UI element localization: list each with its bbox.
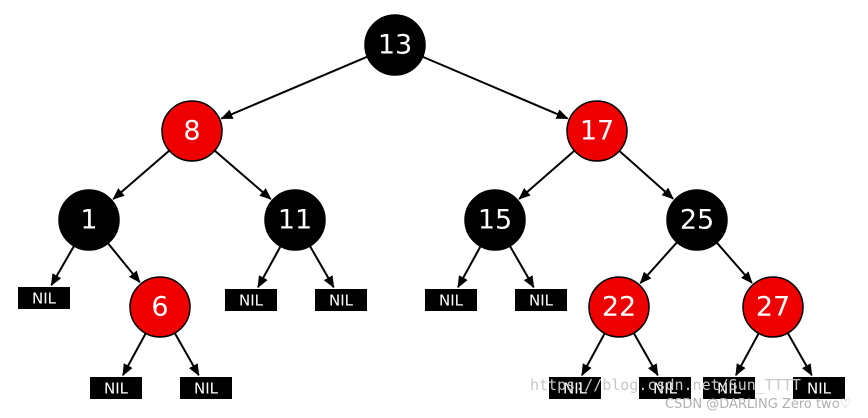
node-label: 25 bbox=[680, 205, 714, 236]
node-label: 13 bbox=[378, 30, 412, 61]
nil-label: NIL bbox=[653, 380, 678, 398]
edge-n22-nil8 bbox=[581, 332, 606, 377]
nil-leaf: NIL bbox=[549, 377, 601, 399]
edge-n17-n15 bbox=[518, 149, 576, 200]
nil-leaf: NIL bbox=[703, 377, 755, 399]
nil-box bbox=[549, 377, 601, 399]
nil-label: NIL bbox=[717, 380, 742, 398]
node-circle bbox=[264, 189, 326, 251]
edge-n27-nil10 bbox=[735, 332, 760, 377]
nil-label: NIL bbox=[807, 380, 832, 398]
nil-box bbox=[515, 289, 567, 311]
node-label: 11 bbox=[278, 205, 312, 236]
nil-leaf: NIL bbox=[639, 377, 691, 399]
nil-leaf: NIL bbox=[425, 289, 477, 311]
edge-n17-n25 bbox=[618, 150, 674, 200]
tree-node-15: 15 bbox=[464, 189, 526, 251]
nil-box bbox=[315, 289, 367, 311]
nil-box bbox=[793, 377, 845, 399]
edge-n1-nil1 bbox=[50, 245, 75, 287]
tree-node-22: 22 bbox=[588, 276, 650, 338]
nil-label: NIL bbox=[529, 292, 554, 310]
node-circle bbox=[161, 100, 223, 162]
node-label: 22 bbox=[602, 292, 636, 323]
tree-node-13: 13 bbox=[364, 14, 426, 76]
nil-leaves-layer: NIL NIL NIL NIL NIL NIL NIL NIL NIL NIL NIL bbox=[18, 287, 845, 399]
edge-n11-nil3 bbox=[309, 245, 335, 289]
nil-label: NIL bbox=[439, 292, 464, 310]
node-circle bbox=[588, 276, 650, 338]
edge-n25-n22 bbox=[639, 241, 678, 284]
watermark-credit: CSDN @DARLING Zero two♡ bbox=[665, 397, 851, 412]
node-circle bbox=[666, 189, 728, 251]
node-circle bbox=[742, 276, 804, 338]
tree-node-11: 11 bbox=[264, 189, 326, 251]
tree-node-17: 17 bbox=[566, 100, 628, 162]
nil-box bbox=[90, 377, 142, 399]
node-circle bbox=[364, 14, 426, 76]
tree-node-27: 27 bbox=[742, 276, 804, 338]
nil-label: NIL bbox=[32, 290, 57, 308]
edge-n13-n17 bbox=[422, 55, 569, 120]
node-label: 15 bbox=[478, 205, 512, 236]
edges-layer bbox=[50, 55, 813, 377]
nil-leaf: NIL bbox=[180, 377, 232, 399]
edge-n6-nil6 bbox=[122, 332, 147, 377]
watermark: https://blog.csdn.net/Sun_TTTT CSDN @DAR… bbox=[530, 376, 851, 412]
edge-n25-n27 bbox=[715, 241, 753, 284]
nil-leaf: NIL bbox=[90, 377, 142, 399]
nil-leaf: NIL bbox=[793, 377, 845, 399]
nil-label: NIL bbox=[329, 292, 354, 310]
edge-n8-n11 bbox=[214, 149, 272, 200]
edge-n8-n1 bbox=[112, 149, 170, 200]
node-circle bbox=[566, 100, 628, 162]
nil-box bbox=[703, 377, 755, 399]
watermark-url: https://blog.csdn.net/Sun_TTTT bbox=[530, 376, 801, 394]
nil-leaf: NIL bbox=[315, 289, 367, 311]
node-label: 8 bbox=[183, 116, 200, 147]
edge-n13-n8 bbox=[220, 55, 368, 120]
nil-box bbox=[639, 377, 691, 399]
nil-leaf: NIL bbox=[515, 289, 567, 311]
nil-label: NIL bbox=[563, 380, 588, 398]
edge-n27-nil11 bbox=[786, 332, 813, 377]
nil-leaf: NIL bbox=[18, 287, 70, 309]
edge-n6-nil7 bbox=[173, 332, 200, 377]
edge-n1-n6 bbox=[107, 242, 141, 283]
tree-node-1: 1 bbox=[58, 189, 120, 251]
node-circle bbox=[464, 189, 526, 251]
nil-label: NIL bbox=[194, 380, 219, 398]
nil-box bbox=[18, 287, 70, 309]
tree-node-8: 8 bbox=[161, 100, 223, 162]
nil-leaf: NIL bbox=[225, 289, 277, 311]
tree-node-25: 25 bbox=[666, 189, 728, 251]
node-label: 6 bbox=[151, 292, 168, 323]
edge-n15-nil5 bbox=[509, 245, 535, 289]
nil-label: NIL bbox=[239, 292, 264, 310]
node-circle bbox=[129, 276, 191, 338]
edge-n15-nil4 bbox=[457, 245, 482, 289]
node-label: 27 bbox=[756, 292, 790, 323]
nil-box bbox=[180, 377, 232, 399]
nil-box bbox=[225, 289, 277, 311]
tree-node-6: 6 bbox=[129, 276, 191, 338]
node-circle bbox=[58, 189, 120, 251]
edge-n11-nil2 bbox=[257, 245, 282, 289]
nil-label: NIL bbox=[104, 380, 129, 398]
edge-n22-nil9 bbox=[632, 332, 659, 377]
node-label: 17 bbox=[580, 116, 614, 147]
node-label: 1 bbox=[80, 205, 97, 236]
nil-box bbox=[425, 289, 477, 311]
